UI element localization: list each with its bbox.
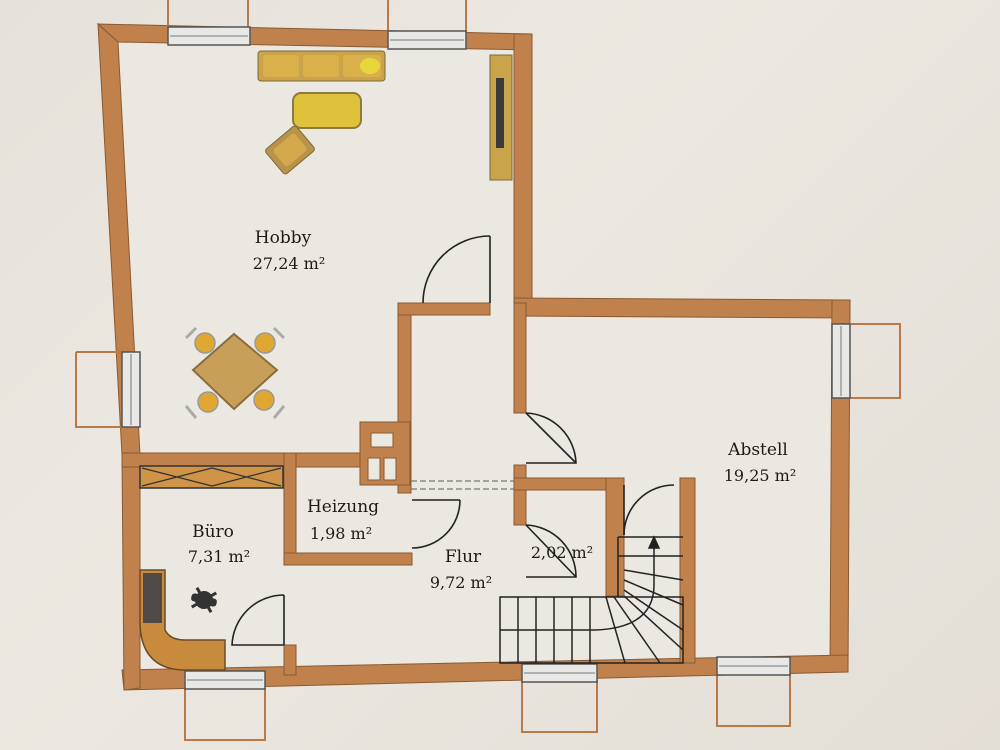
doors	[231, 235, 675, 646]
room-name-hobby: Hobby	[255, 228, 312, 248]
window-icon	[167, 0, 251, 46]
office-chair-icon	[191, 587, 217, 613]
room-area-buero: 7,31 m²	[188, 547, 250, 566]
wall-left-buero	[121, 454, 141, 691]
wall-heizung-bottom	[283, 552, 413, 566]
wall-right-hobby-upper	[513, 33, 533, 304]
chimney	[359, 421, 411, 486]
room-area-storage: 2,02 m²	[531, 543, 593, 562]
desk-icon	[139, 569, 226, 671]
door-swing-icon	[623, 484, 675, 536]
room-area-hobby: 27,24 m²	[253, 254, 325, 273]
dining-chair-icon	[184, 326, 286, 419]
window-icon	[831, 323, 901, 399]
room-area-abstell: 19,25 m²	[724, 466, 796, 485]
window-icon	[716, 656, 791, 727]
room-name-heizung: Heizung	[307, 497, 379, 517]
room-area-flur: 9,72 m²	[430, 573, 492, 592]
wall-buero-right-low	[283, 644, 297, 676]
wall-flur-right	[513, 302, 527, 414]
coffee-table-icon	[292, 92, 362, 129]
wall-heizung-left	[283, 452, 297, 566]
wall-flur-right-low	[513, 464, 527, 526]
dining-table-icon	[191, 332, 279, 411]
window-icon	[75, 351, 141, 428]
door-swing-icon	[411, 499, 461, 549]
staircase-icon	[499, 535, 684, 664]
room-area-heizung: 1,98 m²	[310, 524, 372, 543]
wall-hobby-buero	[121, 452, 363, 468]
door-swing-icon	[422, 235, 491, 304]
door-swing-icon	[525, 412, 577, 464]
wall-flur-top	[397, 302, 491, 316]
armchair-icon	[265, 125, 315, 175]
wall-top-abstell	[513, 297, 851, 319]
window-icon	[184, 670, 266, 741]
door-swing-icon	[231, 594, 285, 646]
window-icon	[387, 0, 467, 50]
room-name-flur: Flur	[445, 547, 482, 567]
room-labels: Hobby 27,24 m² Abstell 19,25 m² Heizung …	[188, 228, 796, 592]
room-name-buero: Büro	[192, 522, 234, 542]
shelf-icon	[139, 465, 284, 489]
door-swing-icon	[525, 524, 577, 578]
windows	[75, 0, 901, 741]
room-name-abstell: Abstell	[727, 440, 788, 460]
sofa-icon	[257, 50, 386, 82]
tv-icon	[489, 54, 513, 181]
window-icon	[521, 663, 598, 733]
